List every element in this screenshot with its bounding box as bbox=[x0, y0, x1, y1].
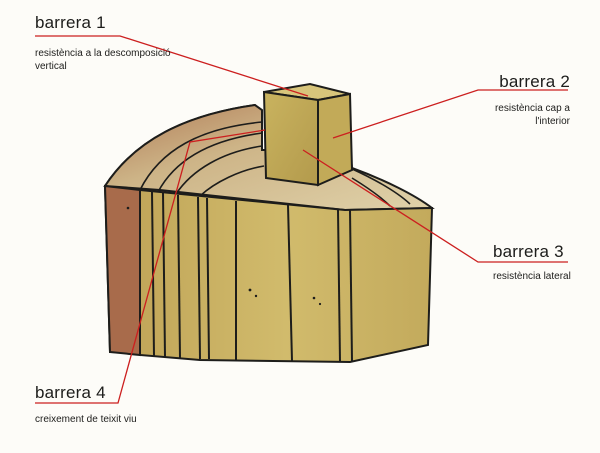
leader-line-barrera-3 bbox=[302, 149, 568, 263]
barrera-2-description-text: resistència cap a l'interior bbox=[494, 103, 570, 127]
central-block-side bbox=[317, 92, 354, 187]
label-barrera-3: barrera 3 resistència lateral bbox=[493, 242, 571, 283]
label-barrera-4: barrera 4 creixement de teixit viu bbox=[35, 383, 155, 426]
barrera-3-description: resistència lateral bbox=[493, 271, 571, 282]
barrera-1-title: barrera 1 bbox=[35, 13, 106, 32]
leader-line-barrera-2 bbox=[332, 89, 568, 139]
leader-line-barrera-4 bbox=[35, 129, 266, 404]
barrera-4-description: creixement de teixit viu bbox=[35, 414, 137, 425]
trunk-front-face bbox=[139, 188, 434, 364]
leader-line-barrera-1 bbox=[35, 35, 309, 97]
label-barrera-1: barrera 1 resistència a la descomposició… bbox=[35, 13, 175, 73]
barrera-4-title: barrera 4 bbox=[35, 383, 106, 402]
growth-rings bbox=[139, 121, 411, 207]
barrera-3-title: barrera 3 bbox=[493, 242, 564, 261]
barrera-2-description: resistència cap a l'interior bbox=[490, 102, 570, 128]
central-block-front bbox=[262, 90, 319, 187]
label-barrera-2: barrera 2 resistència cap a l'interior bbox=[490, 72, 570, 128]
vertical-ring-lines bbox=[151, 191, 353, 363]
barrera-1-description: resistència a la descomposició vertical bbox=[35, 48, 171, 72]
bark-front-strip bbox=[103, 184, 141, 357]
leader-lines bbox=[35, 35, 568, 404]
barrera-2-title: barrera 2 bbox=[499, 72, 570, 91]
